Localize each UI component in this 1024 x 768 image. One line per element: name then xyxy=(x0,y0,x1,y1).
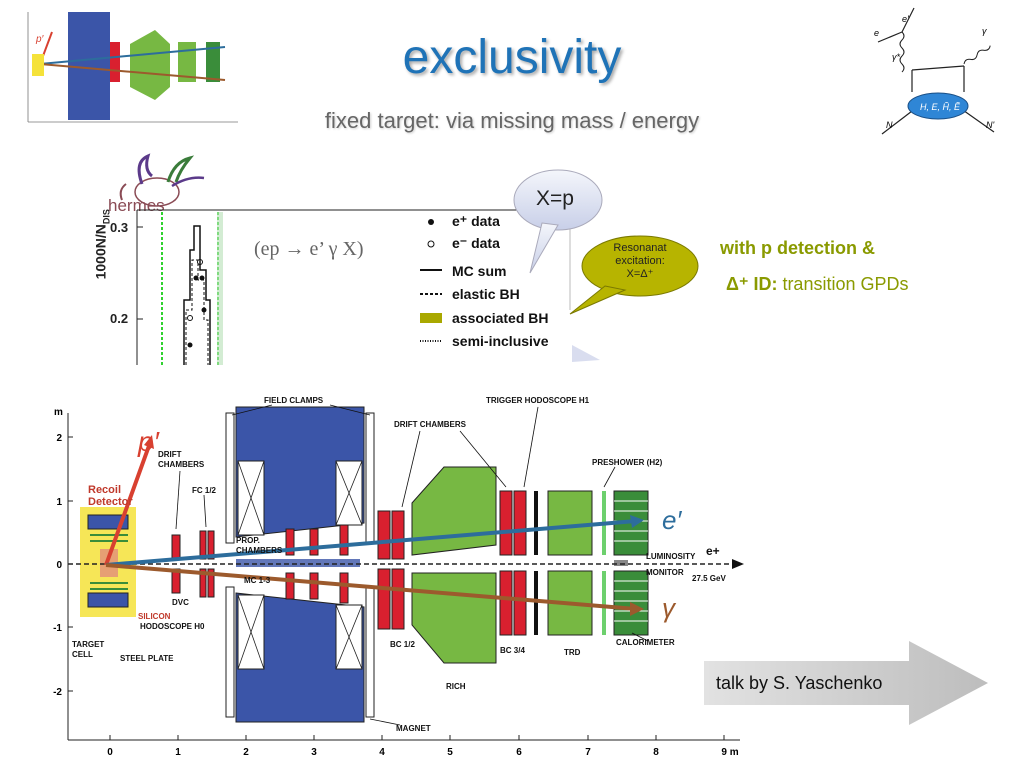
label-particle-p: p′ xyxy=(137,426,161,457)
label-bc12: BC 1/2 xyxy=(390,640,415,649)
label-rich: RICH xyxy=(446,682,466,691)
x-tick-9: 9 m xyxy=(721,747,738,758)
label-particle-e: e′ xyxy=(662,505,682,535)
legend-marker-olive-box xyxy=(420,313,442,323)
label-particle-gamma: γ xyxy=(662,593,677,623)
y-axis-unit: m xyxy=(54,407,63,418)
y-tick-2: 2 xyxy=(56,433,62,444)
legend-label-2: MC sum xyxy=(452,263,507,279)
note-line-2-rest: transition GPDs xyxy=(777,274,909,294)
ytick-03: 0.3 xyxy=(110,220,129,235)
svg-text:N': N' xyxy=(986,120,994,130)
label-drift-left-2: CHAMBERS xyxy=(158,460,205,469)
svg-text:γ*: γ* xyxy=(892,52,901,62)
talk-label[interactable]: talk by S. Yaschenko xyxy=(716,673,883,693)
svg-text:γ: γ xyxy=(982,26,987,36)
x-tick-4: 4 xyxy=(379,747,385,758)
note-line-1: with p detection & xyxy=(720,238,875,259)
label-target-2: CELL xyxy=(72,650,93,659)
x-tick-3: 3 xyxy=(311,747,317,758)
feynman-diagram-icon: H, E, H̃, Ẽ e e' γ* γ N N' xyxy=(874,7,994,135)
label-prop-1: PROP. xyxy=(236,536,260,545)
note-line-1-text: with p detection & xyxy=(720,238,875,258)
label-lumi-1: LUMINOSITY xyxy=(646,552,696,561)
legend-label-4: associated BH xyxy=(452,310,549,326)
thought-bubble xyxy=(513,169,603,274)
x-tick-6: 6 xyxy=(516,747,522,758)
detector-thumbnail: p′ xyxy=(10,2,240,132)
legend-label-0: e⁺ data xyxy=(452,213,500,229)
callout-line-1: Resonanat xyxy=(613,242,667,254)
label-recoil-2: Detector xyxy=(88,496,133,508)
x-tick-8: 8 xyxy=(653,747,659,758)
y-tick-1: 1 xyxy=(56,497,62,508)
thumb-p-label: p′ xyxy=(35,34,45,45)
process-label: (ep → e’ γ X) xyxy=(254,238,364,260)
x-tick-7: 7 xyxy=(585,747,591,758)
label-dvc: DVC xyxy=(172,598,189,607)
svg-text:N: N xyxy=(886,120,893,130)
y-tick-0: 0 xyxy=(56,560,62,571)
note-line-2-bold: Δ⁺ ID: xyxy=(726,274,778,294)
label-magnet: MAGNET xyxy=(396,724,431,733)
label-fc12: FC 1/2 xyxy=(192,486,217,495)
label-drift-chambers-top: DRIFT CHAMBERS xyxy=(394,420,467,429)
legend-label-5: semi-inclusive xyxy=(452,333,549,349)
hermes-logo-icon xyxy=(119,153,205,207)
slide-subtitle: fixed target: via missing mass / energy xyxy=(324,108,700,133)
missing-mass-plot: hermes 1000N/NDIS 0.3 0.2 e⁺ data e⁻ dat… xyxy=(80,150,620,365)
note-line-2: Δ⁺ ID: transition GPDs xyxy=(726,274,908,295)
label-calorimeter: CALORIMETER xyxy=(616,638,675,647)
y-tick-m1: -1 xyxy=(53,623,62,634)
label-drift-left-1: DRIFT xyxy=(158,450,182,459)
talk-arrow-icon xyxy=(704,641,988,725)
callout-line-2: excitation: xyxy=(615,255,665,267)
slide-title: exclusivity xyxy=(402,31,622,84)
legend-marker-open-dot xyxy=(427,240,435,248)
label-lumi-2: MONITOR xyxy=(646,568,684,577)
label-field-clamps: FIELD CLAMPS xyxy=(264,396,324,405)
label-trigger-h1: TRIGGER HODOSCOPE H1 xyxy=(486,396,590,405)
x-tick-1: 1 xyxy=(175,747,181,758)
svg-text:e': e' xyxy=(902,14,909,24)
label-silicon: SILICON xyxy=(138,612,171,621)
x-tick-2: 2 xyxy=(243,747,249,758)
label-mc13: MC 1-3 xyxy=(244,576,271,585)
label-bc34: BC 3/4 xyxy=(500,646,525,655)
callout-line-3: X=Δ⁺ xyxy=(626,268,654,280)
x-tick-5: 5 xyxy=(447,747,453,758)
plot-frame xyxy=(136,209,600,365)
label-beam: e+ xyxy=(706,544,720,558)
legend-marker-filled-dot xyxy=(428,219,434,225)
legend-label-3: elastic BH xyxy=(452,286,520,302)
bubble-text: X=p xyxy=(536,187,574,210)
x-tick-0: 0 xyxy=(107,747,113,758)
label-trd: TRD xyxy=(564,648,581,657)
label-target-1: TARGET xyxy=(72,640,104,649)
y-tick-m2: -2 xyxy=(53,687,62,698)
legend-label-1: e⁻ data xyxy=(452,235,500,251)
resonance-callout xyxy=(569,235,699,315)
ytick-02: 0.2 xyxy=(110,311,129,326)
callout-text: Resonanat excitation: X=Δ⁺ xyxy=(585,242,695,281)
hermes-detector-diagram: m 2 1 0 -1 -2 0 1 2 3 4 5 6 7 8 9 m xyxy=(53,396,744,758)
svg-text:e: e xyxy=(874,28,879,38)
label-steel-plate: STEEL PLATE xyxy=(120,654,174,663)
label-prop-2: CHAMBERS xyxy=(236,546,283,555)
label-beam-energy: 27.5 GeV xyxy=(692,574,726,583)
label-preshower: PRESHOWER (H2) xyxy=(592,458,663,467)
label-hodoscope-h0: HODOSCOPE H0 xyxy=(140,622,205,631)
svg-text:H, E, H̃, Ẽ: H, E, H̃, Ẽ xyxy=(920,101,961,112)
label-recoil-1: Recoil xyxy=(88,484,121,496)
